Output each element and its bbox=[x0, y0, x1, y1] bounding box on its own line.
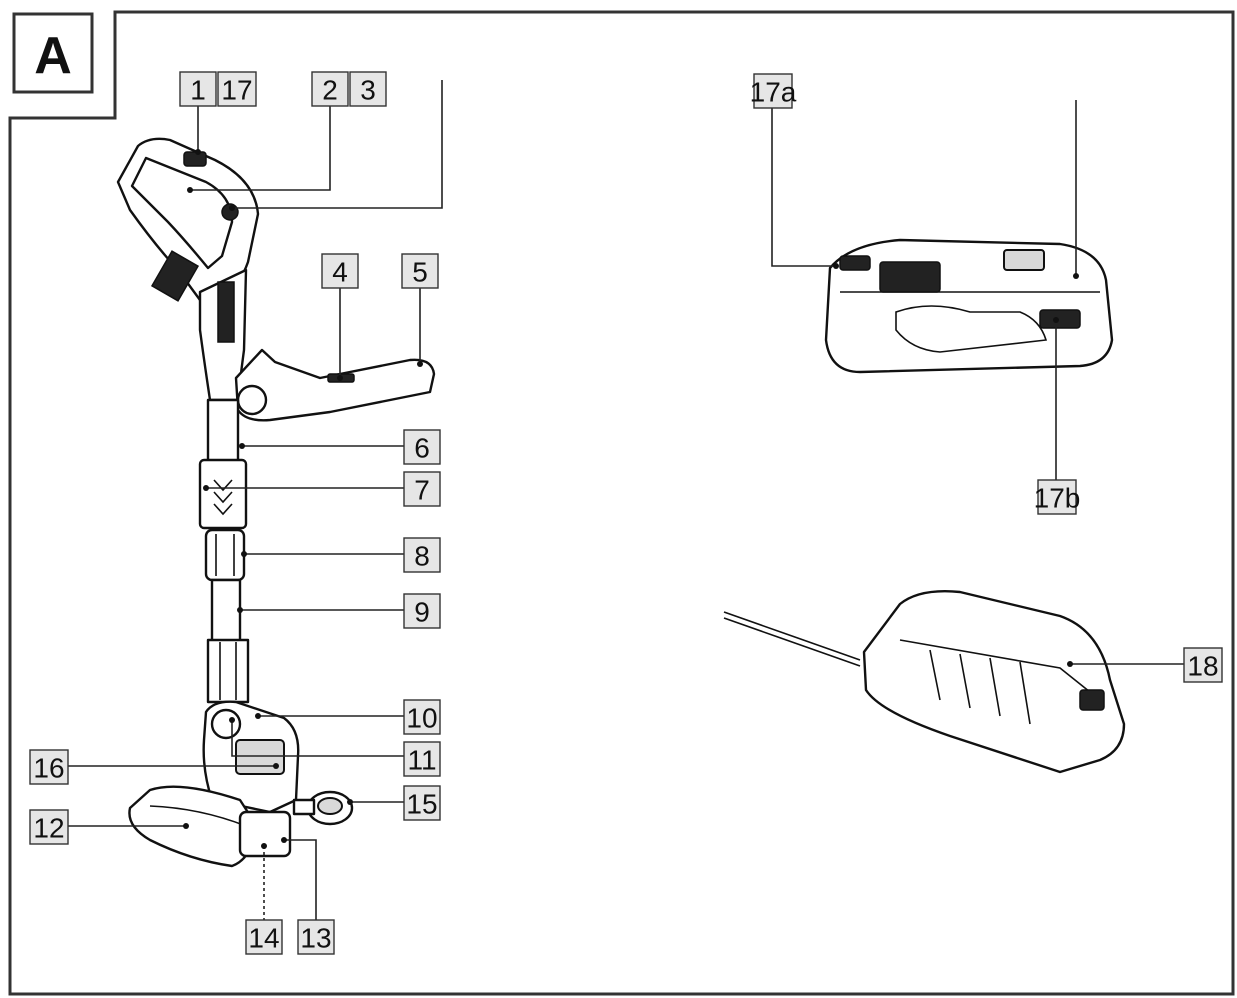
svg-text:17: 17 bbox=[221, 75, 252, 106]
svg-text:14: 14 bbox=[248, 923, 279, 954]
svg-text:13: 13 bbox=[300, 923, 331, 954]
svg-text:1: 1 bbox=[190, 75, 206, 106]
svg-text:12: 12 bbox=[33, 813, 64, 844]
callout-8: 8 bbox=[403, 537, 441, 573]
callout-17a: 17a bbox=[750, 73, 797, 109]
svg-text:7: 7 bbox=[414, 475, 430, 506]
section-tab: A bbox=[12, 12, 94, 94]
callout-3: 3 bbox=[349, 71, 387, 107]
callout-10: 10 bbox=[403, 699, 441, 735]
callout-7: 7 bbox=[403, 471, 441, 507]
battery-illustration bbox=[824, 238, 1114, 374]
svg-text:17a: 17a bbox=[750, 77, 797, 108]
callout-18: 18 bbox=[1183, 647, 1223, 683]
svg-text:8: 8 bbox=[414, 541, 430, 572]
callout-13: 13 bbox=[297, 919, 335, 955]
callout-4: 4 bbox=[321, 253, 359, 289]
svg-text:18: 18 bbox=[1187, 651, 1218, 682]
callout-17: 17 bbox=[217, 71, 257, 107]
section-letter: A bbox=[34, 27, 72, 85]
callout-12: 12 bbox=[29, 809, 69, 845]
charger-illustration bbox=[723, 590, 1126, 774]
callout-14: 14 bbox=[245, 919, 283, 955]
grass-trimmer-illustration bbox=[116, 137, 436, 868]
svg-text:16: 16 bbox=[33, 753, 64, 784]
svg-text:9: 9 bbox=[414, 597, 430, 628]
callout-1: 1 bbox=[179, 71, 217, 107]
svg-text:2: 2 bbox=[322, 75, 338, 106]
svg-text:10: 10 bbox=[406, 703, 437, 734]
svg-text:6: 6 bbox=[414, 433, 430, 464]
callout-15: 15 bbox=[403, 785, 441, 821]
callout-2: 2 bbox=[311, 71, 349, 107]
svg-text:5: 5 bbox=[412, 257, 428, 288]
callout-labels: 1 17 2 3 4 5 6 7 bbox=[29, 71, 1223, 955]
callout-5: 5 bbox=[401, 253, 439, 289]
svg-text:15: 15 bbox=[406, 789, 437, 820]
callout-16: 16 bbox=[29, 749, 69, 785]
callout-6: 6 bbox=[403, 429, 441, 465]
leader-lines bbox=[68, 80, 1184, 920]
diagram-frame bbox=[8, 10, 1235, 996]
svg-text:17b: 17b bbox=[1034, 483, 1081, 514]
callout-11: 11 bbox=[403, 741, 441, 777]
callout-9: 9 bbox=[403, 593, 441, 629]
svg-text:4: 4 bbox=[332, 257, 348, 288]
callout-17b: 17b bbox=[1034, 479, 1081, 515]
svg-text:11: 11 bbox=[407, 745, 436, 776]
svg-text:3: 3 bbox=[360, 75, 376, 106]
